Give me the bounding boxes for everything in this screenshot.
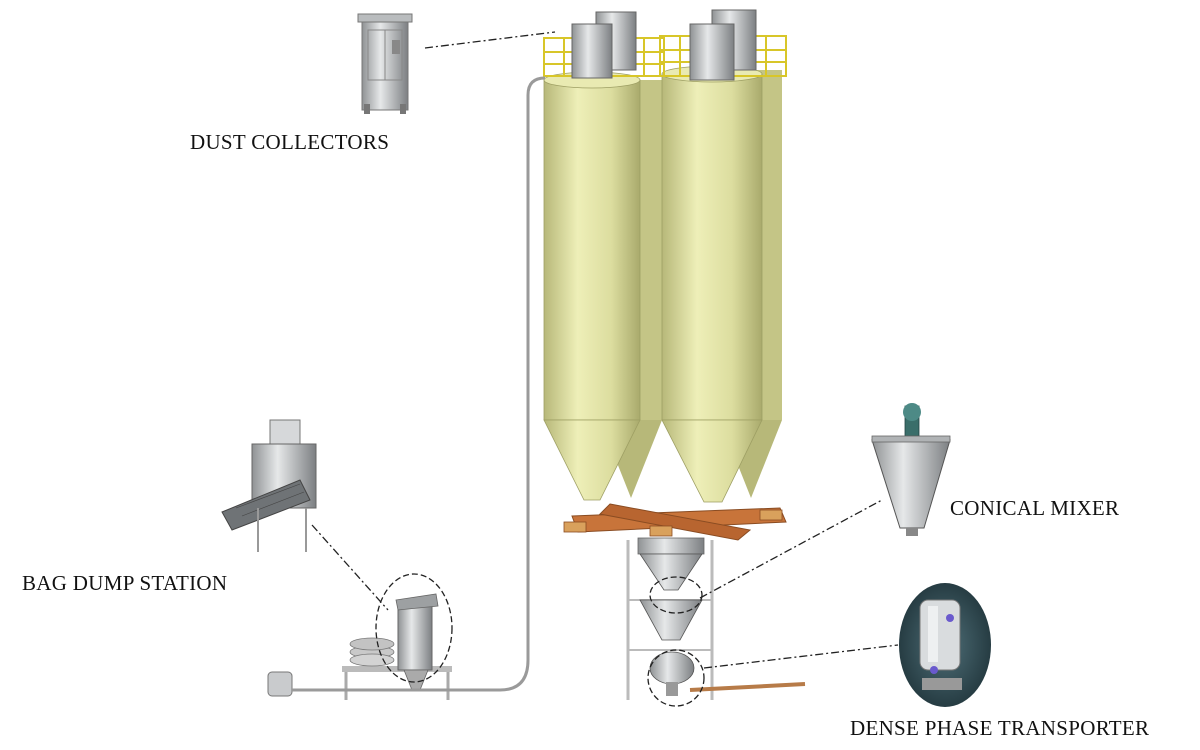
label-conical-mixer: CONICAL MIXER <box>950 496 1120 520</box>
conical-mixer-unit <box>871 403 951 536</box>
dust-collector-leader-line <box>424 31 556 49</box>
mixing-tower <box>626 537 806 700</box>
label-dust-collectors: DUST COLLECTORS <box>190 130 390 154</box>
bag-dump-highlight-circle <box>375 573 453 683</box>
transporter-highlight-circle <box>647 649 705 707</box>
silo-roof-dust-collectors <box>571 9 757 81</box>
silo-discharge-manifold <box>563 503 787 541</box>
bag-dump-leader-line <box>311 524 389 611</box>
dust-collector-unit <box>357 13 413 114</box>
conical-mixer-leader-line <box>699 499 883 599</box>
mixer-highlight-circle <box>649 576 703 614</box>
label-bag-dump-station: BAG DUMP STATION <box>22 571 228 595</box>
ground-bag-dump-assembly <box>267 76 546 700</box>
silo-group <box>543 65 782 503</box>
bag-dump-station-unit <box>221 419 317 552</box>
dense-phase-leader-line <box>703 644 899 669</box>
dense-phase-transporter-unit <box>899 583 991 707</box>
label-dense-phase-transporter: DENSE PHASE TRANSPORTER <box>850 716 1150 740</box>
